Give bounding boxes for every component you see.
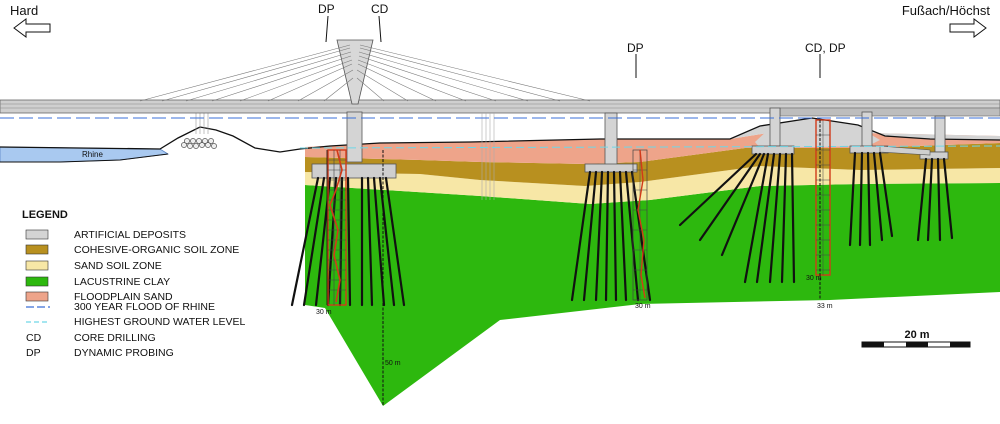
probe-label-dp-1: DP — [318, 2, 335, 16]
legend-item-groundwater: HIGHEST GROUND WATER LEVEL — [26, 316, 245, 328]
pile-cap-main — [311, 163, 397, 179]
probe-label-cd-1: CD — [371, 2, 389, 16]
groundwater-line — [299, 145, 1000, 149]
dam-pier-hatch — [195, 111, 209, 134]
legend-item-sand: SAND SOIL ZONE — [25, 260, 162, 272]
stay-cables — [139, 44, 591, 102]
borehole-main-cd — [327, 149, 347, 306]
direction-right: Fußach/Höchst — [902, 3, 991, 38]
depth-label-middle: 30 m — [635, 303, 651, 310]
depth-label-east: 33 m — [817, 303, 833, 310]
svg-text:300 YEAR FLOOD OF RHINE: 300 YEAR FLOOD OF RHINE — [74, 301, 215, 313]
embankment-fill — [755, 119, 880, 148]
direction-left-label: Hard — [10, 3, 38, 18]
svg-text:ARTIFICIAL DEPOSITS: ARTIFICIAL DEPOSITS — [74, 229, 186, 241]
ramp-slab — [879, 145, 931, 156]
legend-item-cd: CD CORE DRILLING — [26, 332, 156, 344]
direction-left: Hard — [10, 3, 51, 38]
borehole-east-cd-dp — [815, 119, 831, 300]
legend-item-dp: DP DYNAMIC PROBING — [26, 347, 174, 359]
depth-label-east-cd: 30 m — [806, 275, 822, 282]
pier-east-2 — [861, 111, 873, 147]
legend-item-artificial: ARTIFICIAL DEPOSITS — [25, 229, 186, 241]
river-bank — [0, 153, 169, 163]
ramp-deck — [779, 107, 1000, 117]
legend-item-flood: 300 YEAR FLOOD OF RHINE — [26, 301, 215, 313]
svg-text:DP: DP — [26, 347, 41, 359]
depth-label-deep: 50 m — [385, 360, 401, 367]
scale-bar: 20 m — [861, 329, 971, 348]
arrow-left-icon — [13, 18, 51, 38]
sand-soil-layer — [305, 166, 1000, 204]
pier-middle — [604, 112, 618, 166]
riprap — [181, 138, 217, 149]
depth-label-main: 30 m — [316, 309, 332, 316]
probe-label-cd-dp: CD, DP — [805, 41, 846, 55]
svg-text:HIGHEST GROUND WATER LEVEL: HIGHEST GROUND WATER LEVEL — [74, 316, 245, 328]
svg-text:FLOODPLAIN SAND: FLOODPLAIN SAND — [74, 291, 173, 303]
svg-text:CD: CD — [26, 332, 42, 344]
pile-cap-east-3 — [919, 151, 949, 160]
bridge-deck — [0, 99, 1000, 114]
scale-bar-label: 20 m — [904, 329, 929, 341]
legend-item-clay: LACUSTRINE CLAY — [25, 276, 170, 288]
piles — [290, 151, 954, 307]
pile-cap-middle — [584, 163, 638, 173]
bridge — [0, 39, 1000, 200]
svg-text:LACUSTRINE CLAY: LACUSTRINE CLAY — [74, 276, 170, 288]
svg-text:COHESIVE-ORGANIC SOIL ZONE: COHESIVE-ORGANIC SOIL ZONE — [74, 244, 239, 256]
borehole-middle-dp — [632, 149, 648, 301]
pile-cap-east-1 — [751, 145, 795, 155]
legend-item-cohesive: COHESIVE-ORGANIC SOIL ZONE — [25, 244, 239, 256]
direction-right-label: Fußach/Höchst — [902, 3, 991, 18]
arrow-right-icon — [949, 18, 987, 38]
pier-main — [346, 111, 363, 163]
river-label: Rhine — [82, 150, 103, 159]
probe-label-dp-2: DP — [627, 41, 644, 55]
svg-text:CORE DRILLING: CORE DRILLING — [74, 332, 156, 344]
svg-text:DYNAMIC PROBING: DYNAMIC PROBING — [74, 347, 174, 359]
lacustrine-clay-layer — [305, 183, 1000, 406]
legend: LEGEND ARTIFICIAL DEPOSITS COHESIVE-ORGA… — [22, 209, 245, 359]
cohesive-organic-layer — [305, 143, 1000, 186]
probe-leaders — [325, 15, 821, 78]
pier-east-1 — [769, 107, 781, 147]
pylon — [336, 39, 374, 105]
svg-text:SAND SOIL ZONE: SAND SOIL ZONE — [74, 260, 162, 272]
legend-item-floodplain: FLOODPLAIN SAND — [25, 291, 173, 303]
soil-layers — [305, 118, 1000, 406]
legend-title: LEGEND — [22, 209, 68, 221]
